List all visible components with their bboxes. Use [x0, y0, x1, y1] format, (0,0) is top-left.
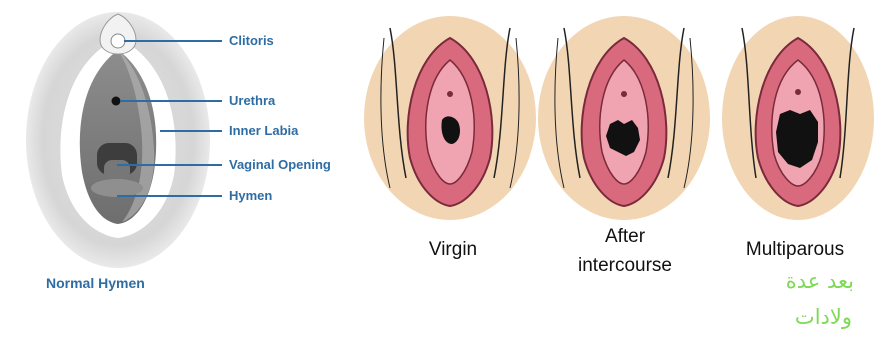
diagram-title: Normal Hymen	[46, 275, 145, 291]
label-hymen: Hymen	[229, 188, 272, 203]
multiparous-illustration	[722, 16, 874, 220]
caption-multiparous: Multiparous	[720, 238, 870, 261]
arabic-note-line2: ولادات	[795, 300, 852, 334]
label-clitoris: Clitoris	[229, 33, 274, 48]
clitoris-shape	[111, 34, 125, 48]
arabic-note-line1: بعد عدة	[786, 264, 854, 298]
normal-hymen-diagram	[0, 0, 380, 300]
label-urethra: Urethra	[229, 93, 275, 108]
hymen-comparison-illustration	[360, 0, 874, 240]
hymen-shape	[91, 179, 143, 197]
label-vaginal-opening: Vaginal Opening	[229, 157, 331, 172]
after-intercourse-illustration	[538, 16, 710, 220]
caption-virgin: Virgin	[398, 238, 508, 261]
caption-after-line2: intercourse	[552, 254, 698, 277]
caption-after-line1: After	[560, 225, 690, 248]
label-inner-labia: Inner Labia	[229, 123, 298, 138]
virgin-illustration	[364, 16, 536, 220]
urethra-dot	[112, 97, 121, 106]
